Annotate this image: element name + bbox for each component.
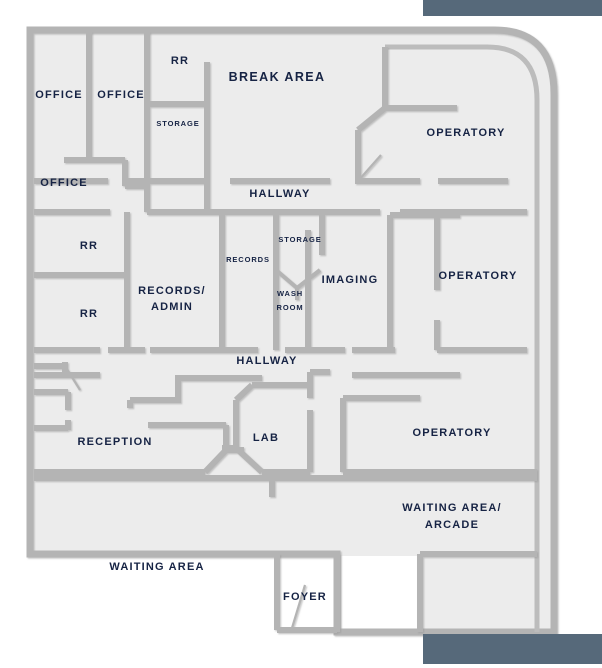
door-swing-breakarea	[357, 154, 382, 182]
bottom-right-accent-bar	[423, 634, 602, 664]
room-label-storage-top: STORAGE	[156, 119, 199, 128]
interior-walls-group	[34, 32, 537, 633]
room-label-foyer: FOYER	[283, 591, 327, 603]
wall-reception-angle	[202, 447, 229, 475]
door-swing-washroom-right	[295, 268, 322, 290]
room-label-waiting-arcade-1: WAITING AREA/	[402, 502, 502, 514]
room-label-hallway-upper: HALLWAY	[249, 188, 310, 200]
room-label-imaging: IMAGING	[322, 274, 379, 286]
room-label-storage-mid: STORAGE	[278, 235, 321, 244]
room-label-records: RECORDS	[226, 255, 270, 264]
wall-lab-sw-angle	[233, 445, 265, 475]
room-label-rr-mid-lower: RR	[80, 308, 98, 320]
exterior-wall-perimeter	[26, 26, 558, 636]
room-label-office-2: OFFICE	[97, 89, 145, 101]
room-label-break-area: BREAK AREA	[229, 70, 326, 84]
room-label-reception: RECEPTION	[78, 436, 153, 448]
accent-bars-group	[423, 0, 602, 664]
wall-breakarea-angled	[356, 105, 387, 133]
floor-fill-group	[30, 30, 556, 634]
room-label-wash-room-1: WASH	[277, 289, 303, 298]
room-label-rr-top: RR	[171, 55, 189, 67]
room-label-office-3: OFFICE	[40, 177, 88, 189]
top-right-accent-bar	[423, 0, 602, 16]
room-label-waiting-area: WAITING AREA	[109, 561, 204, 573]
exterior-wall-ne-inner-arc	[385, 44, 540, 632]
wall-hallway-lower-south-step	[130, 375, 262, 403]
room-label-waiting-arcade-2: ARCADE	[425, 519, 479, 531]
door-swing-washroom-left	[274, 268, 299, 290]
void-bottom-notch	[337, 556, 420, 636]
room-label-records-admin-1: RECORDS/	[138, 285, 206, 297]
exterior-wall-inner-offset-group	[385, 44, 540, 632]
exterior-walls-group	[26, 26, 558, 636]
room-label-hallway-lower: HALLWAY	[236, 355, 297, 367]
door-swing-foyer	[290, 584, 307, 629]
room-label-operatory-2: OPERATORY	[438, 270, 517, 282]
room-label-operatory-1: OPERATORY	[426, 127, 505, 139]
room-label-lab: LAB	[253, 432, 279, 444]
room-label-operatory-3: OPERATORY	[412, 427, 491, 439]
room-label-rr-mid-upper: RR	[80, 240, 98, 252]
wall-lab-nw-angle	[233, 382, 255, 403]
room-label-wash-room-2: ROOM	[277, 303, 304, 312]
room-label-records-admin-2: ADMIN	[151, 301, 193, 313]
floor-fill-main	[30, 30, 556, 634]
void-bottom-left	[0, 556, 30, 668]
room-label-office-1: OFFICE	[35, 89, 83, 101]
room-labels-group: OFFICE OFFICE OFFICE RR STORAGE BREAK AR…	[35, 55, 517, 603]
